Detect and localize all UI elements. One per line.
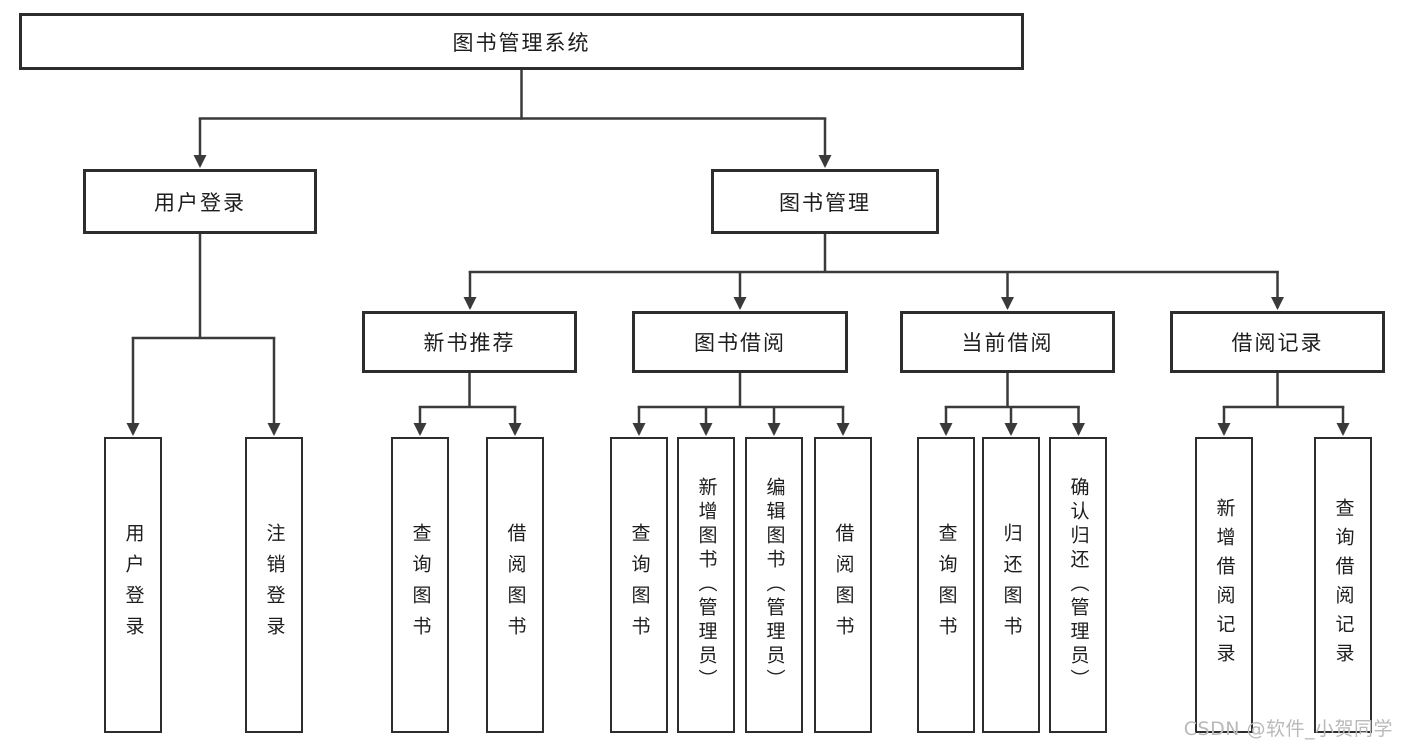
leaf-label: 确认归还（管理员） — [1067, 477, 1090, 693]
watermark-text: CSDN @软件_小贺同学 — [1183, 718, 1393, 740]
leaf-borrow-books: 借阅图书 — [814, 437, 872, 733]
leaf-label: 查询图书 — [409, 523, 432, 647]
leaf-borrow-books-recommend: 借阅图书 — [486, 437, 544, 733]
leaf-edit-books-admin: 编辑图书（管理员） — [745, 437, 803, 733]
leaf-label: 用户登录 — [122, 523, 145, 647]
leaf-query-books-borrow: 查询图书 — [610, 437, 668, 733]
leaf-label: 查询图书 — [628, 523, 651, 647]
leaf-label: 新增图书（管理员） — [695, 477, 718, 693]
leaf-label: 查询图书 — [935, 523, 958, 647]
node-user-login: 用户登录 — [83, 169, 317, 234]
leaf-label: 编辑图书（管理员） — [763, 477, 786, 693]
node-new-book-recommendation: 新书推荐 — [362, 311, 577, 373]
node-current-borrowing: 当前借阅 — [900, 311, 1115, 373]
leaf-query-books-recommend: 查询图书 — [391, 437, 449, 733]
leaf-user-login: 用户登录 — [104, 437, 162, 733]
node-borrowing-records: 借阅记录 — [1170, 311, 1385, 373]
node-root: 图书管理系统 — [19, 13, 1024, 70]
node-label: 图书借阅 — [694, 331, 786, 355]
leaf-add-books-admin: 新增图书（管理员） — [677, 437, 735, 733]
leaf-label: 查询借阅记录 — [1332, 498, 1355, 672]
node-book-management: 图书管理 — [711, 169, 939, 234]
leaf-label: 借阅图书 — [504, 523, 527, 647]
node-label: 借阅记录 — [1231, 331, 1324, 355]
node-label: 用户登录 — [154, 190, 246, 215]
leaf-add-borrow-record: 新增借阅记录 — [1195, 437, 1253, 733]
leaf-confirm-return-admin: 确认归还（管理员） — [1049, 437, 1107, 733]
leaf-label: 新增借阅记录 — [1213, 498, 1236, 672]
node-label: 图书管理 — [779, 190, 871, 215]
leaf-query-borrow-record: 查询借阅记录 — [1314, 437, 1372, 733]
node-label: 新书推荐 — [423, 331, 516, 355]
leaf-label: 借阅图书 — [832, 523, 855, 647]
leaf-query-books-current: 查询图书 — [917, 437, 975, 733]
node-root-label: 图书管理系统 — [452, 30, 591, 55]
node-book-borrowing: 图书借阅 — [632, 311, 848, 373]
node-label: 当前借阅 — [961, 331, 1054, 355]
leaf-return-books: 归还图书 — [982, 437, 1040, 733]
leaf-logout-login: 注销登录 — [245, 437, 303, 733]
leaf-label: 注销登录 — [263, 523, 286, 647]
leaf-label: 归还图书 — [1000, 523, 1023, 647]
